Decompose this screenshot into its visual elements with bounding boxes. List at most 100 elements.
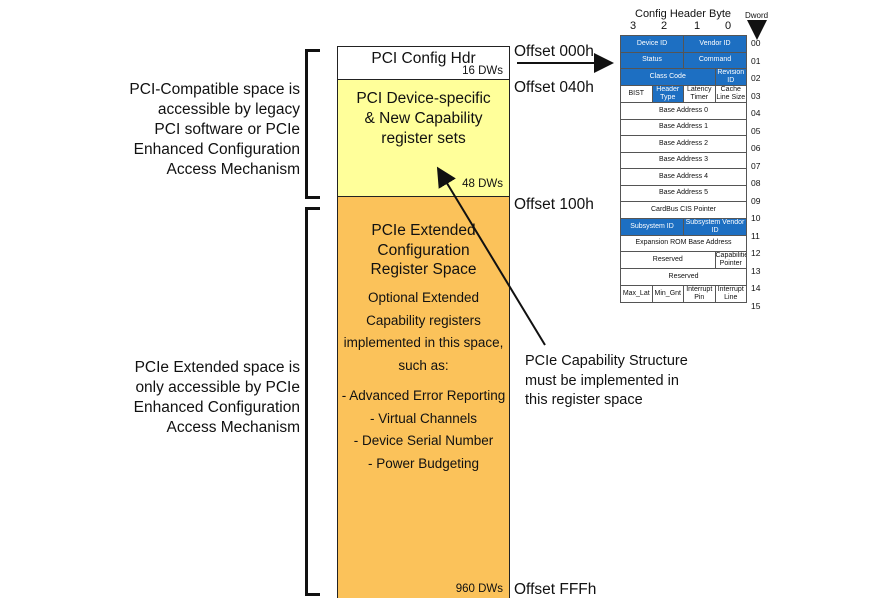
- extended-capabilities-list: - Advanced Error Reporting - Virtual Cha…: [338, 385, 509, 475]
- byte-col-3: 3: [630, 20, 637, 32]
- pci-compatible-line: Enhanced Configuration: [133, 141, 300, 158]
- dword-row-04: Base Address 0: [620, 102, 747, 120]
- dword-row-09: Base Address 5: [620, 184, 747, 202]
- device-specific-title: PCI Device-specific & New Capability reg…: [338, 89, 509, 149]
- device-specific-title-line: PCI Device-specific: [356, 90, 491, 107]
- command-cell: Command: [683, 51, 747, 69]
- pci-compatible-line: PCI-Compatible space is: [129, 81, 300, 98]
- config-hdr-size: 16 DWs: [462, 65, 503, 77]
- interrupt-pin-cell: Interrupt Pin: [683, 284, 716, 303]
- dword-row-01: Status Command: [620, 51, 747, 69]
- byte-col-1: 1: [694, 20, 701, 32]
- dword-number: 03: [751, 90, 761, 101]
- pcie-extended-line: PCIe Extended space is: [134, 359, 300, 376]
- pci-compatible-bracket: [305, 49, 320, 199]
- capability-item: - Device Serial Number: [353, 433, 494, 448]
- device-specific-block: PCI Device-specific & New Capability reg…: [337, 79, 510, 197]
- base-address-4-cell: Base Address 4: [620, 168, 747, 186]
- pcie-extended-line: only accessible by PCIe: [135, 379, 300, 396]
- dword-row-08: Base Address 4: [620, 168, 747, 186]
- extended-desc-line: Optional Extended: [367, 290, 480, 305]
- byte-col-0: 0: [725, 20, 732, 32]
- max-lat-cell: Max_Lat: [620, 284, 653, 303]
- extended-space-block: PCIe Extended Configuration Register Spa…: [337, 196, 510, 598]
- interrupt-line-cell: Interrupt Line: [714, 284, 747, 303]
- capability-structure-arrow: [436, 166, 546, 346]
- extended-title-line: Register Space: [370, 261, 477, 278]
- device-specific-size: 48 DWs: [462, 178, 503, 190]
- extended-desc-line: such as:: [398, 357, 449, 373]
- revision-id-cell: Revision ID: [714, 68, 747, 86]
- extended-desc-line: implemented in this space,: [343, 335, 504, 350]
- capability-item: - Virtual Channels: [369, 410, 478, 426]
- dword-number: 01: [751, 55, 761, 66]
- dword-row-07: Base Address 3: [620, 151, 747, 169]
- dword-label: Dword: [745, 11, 769, 20]
- dword-number: 06: [751, 143, 761, 153]
- capability-item: - Power Budgeting: [367, 455, 480, 471]
- dword-number: 08: [751, 178, 761, 188]
- dword-number: 12: [751, 248, 761, 258]
- subsystem-id-cell: Subsystem ID: [620, 217, 684, 236]
- pcie-extended-bracket: [305, 207, 320, 596]
- offset-000h: Offset 000h: [514, 43, 594, 60]
- dword-row-13: Reserved Capabilities Pointer: [620, 251, 747, 269]
- dword-number: 09: [751, 195, 761, 206]
- dword-row-02: Class Code Revision ID: [620, 68, 747, 86]
- pci-compatible-description: PCI-Compatible space is accessible by le…: [110, 80, 300, 180]
- extended-title-line: PCIe Extended: [371, 222, 476, 239]
- status-cell: Status: [620, 51, 684, 69]
- extended-desc-line: Capability registers: [366, 312, 481, 328]
- class-code-cell: Class Code: [620, 68, 716, 86]
- pci-compatible-line: Access Mechanism: [166, 161, 300, 178]
- subsystem-vendor-id-cell: Subsystem Vendor ID: [683, 217, 747, 236]
- config-header-table: Device ID Vendor ID Status Command Class…: [620, 35, 747, 303]
- device-specific-title-line: register sets: [381, 130, 466, 147]
- pcie-extended-description: PCIe Extended space is only accessible b…: [110, 358, 300, 438]
- offset-040h: Offset 040h: [514, 79, 594, 96]
- capability-item: - Advanced Error Reporting: [341, 388, 506, 403]
- offset-100h: Offset 100h: [514, 196, 594, 213]
- reserved-cell: Reserved: [620, 251, 716, 269]
- dword-number: 00: [751, 38, 761, 48]
- min-gnt-cell: Min_Gnt: [651, 284, 684, 303]
- reserved-cell: Reserved: [620, 268, 747, 286]
- latency-timer-cell: Latency Timer: [683, 85, 716, 103]
- capabilities-pointer-cell: Capabilities Pointer: [714, 251, 747, 269]
- dword-number: 05: [751, 125, 761, 136]
- extended-title-line: Configuration: [377, 241, 470, 259]
- dword-number: 15: [751, 300, 761, 311]
- header-type-cell: Header Type: [651, 85, 684, 103]
- pcie-extended-line: Enhanced Configuration: [133, 399, 300, 416]
- dword-row-12: Expansion ROM Base Address: [620, 234, 747, 252]
- dword-number: 07: [751, 160, 761, 171]
- base-address-0-cell: Base Address 0: [620, 102, 747, 120]
- dword-number: 02: [751, 73, 761, 83]
- base-address-1-cell: Base Address 1: [620, 118, 747, 136]
- cardbus-cis-pointer-cell: CardBus CIS Pointer: [620, 201, 747, 219]
- annotation-line: this register space: [525, 392, 643, 408]
- base-address-2-cell: Base Address 2: [620, 135, 747, 153]
- extended-space-size: 960 DWs: [455, 583, 503, 595]
- pci-compatible-line: accessible by legacy: [157, 101, 300, 118]
- dword-row-05: Base Address 1: [620, 118, 747, 136]
- dword-number: 13: [751, 265, 761, 276]
- config-hdr-title: PCI Config Hdr: [371, 50, 476, 67]
- annotation-line: must be implemented in: [525, 372, 679, 389]
- dword-row-06: Base Address 2: [620, 135, 747, 153]
- dword-number-column: 00 01 02 03 04 05 06 07 08 09 10 11 12 1…: [751, 35, 767, 315]
- extended-space-title: PCIe Extended Configuration Register Spa…: [338, 221, 509, 280]
- dword-row-10: CardBus CIS Pointer: [620, 201, 747, 219]
- config-header-title: Config Header Byte: [635, 8, 731, 20]
- offset-fffh: Offset FFFh: [514, 581, 597, 598]
- dword-number: 14: [751, 283, 761, 293]
- capability-structure-annotation: PCIe Capability Structure must be implem…: [525, 352, 688, 411]
- dword-row-14: Reserved: [620, 268, 747, 286]
- dword-row-03: BIST Header Type Latency Timer Cache Lin…: [620, 85, 747, 103]
- byte-col-2: 2: [661, 20, 668, 32]
- config-hdr-block: PCI Config Hdr 16 DWs: [337, 46, 510, 80]
- annotation-line: PCIe Capability Structure: [525, 353, 688, 369]
- pci-compatible-line: PCI software or PCIe: [154, 121, 300, 138]
- pcie-extended-line: Access Mechanism: [166, 419, 300, 436]
